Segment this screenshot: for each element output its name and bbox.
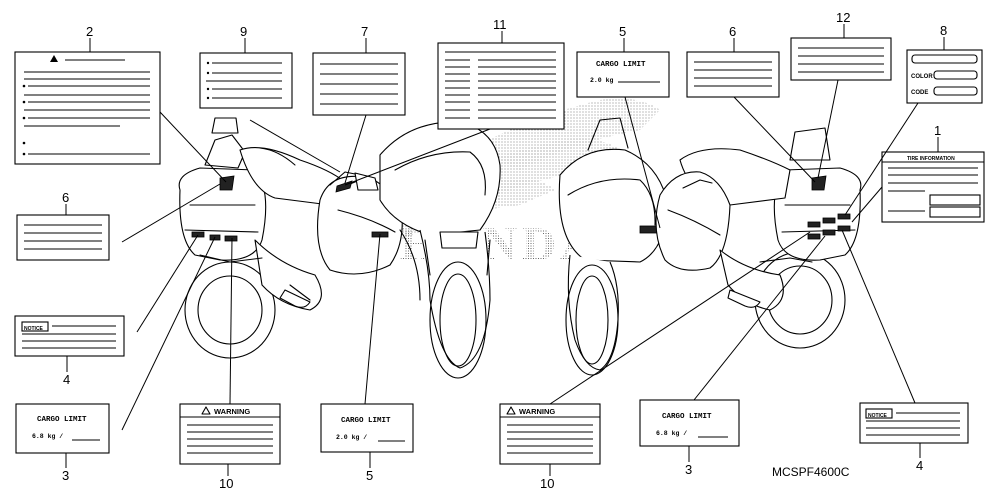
label-8-color: COLOR CODE: [906, 49, 983, 104]
code-label: CODE: [911, 90, 928, 96]
callout-8: 8: [940, 23, 947, 38]
callout-12: 12: [836, 10, 850, 25]
warning-title: WARNING: [519, 407, 555, 416]
label-10-left-warning: WARNING: [179, 403, 281, 465]
cargo-limit-title: CARGO LIMIT: [662, 413, 712, 421]
warning-triangle-icon: [506, 406, 516, 415]
color-label: COLOR: [911, 74, 933, 80]
warning-triangle-icon: [50, 55, 58, 62]
label-6-right: [686, 51, 780, 98]
label-6-left: [16, 214, 110, 261]
label-12: [790, 37, 892, 81]
callout-10-left: 10: [219, 476, 233, 491]
motorcycle-front-view: [379, 121, 501, 379]
cargo-limit-title: CARGO LIMIT: [37, 416, 87, 424]
motorcycle-right-front-view: [558, 117, 669, 376]
callout-4-right: 4: [916, 458, 923, 473]
callout-1: 1: [934, 123, 941, 138]
cargo-limit-value: 6.8 kg /: [32, 433, 63, 440]
label-1-tire-information: TIRE INFORMATION: [881, 151, 985, 223]
callout-10-right: 10: [540, 476, 554, 491]
callout-5-bottom: 5: [366, 468, 373, 483]
label-5-top-cargo: CARGO LIMIT 2.0 kg: [576, 51, 670, 98]
callout-3-left: 3: [62, 468, 69, 483]
cargo-limit-value: 2.0 kg: [590, 77, 614, 84]
label-11: [437, 42, 565, 130]
label-3-left-cargo: CARGO LIMIT 6.8 kg /: [15, 403, 110, 454]
label-3-right-cargo: CARGO LIMIT 6.8 kg /: [639, 399, 740, 447]
callout-3-right: 3: [685, 462, 692, 477]
warning-triangle-icon: [201, 406, 211, 415]
callout-7: 7: [361, 24, 368, 39]
leader-lines: [121, 79, 919, 431]
notice-title: NOTICE: [868, 413, 888, 419]
warning-title: WARNING: [214, 407, 250, 416]
callout-9: 9: [240, 24, 247, 39]
cargo-limit-value: 6.8 kg /: [656, 430, 687, 437]
callout-6-right: 6: [729, 24, 736, 39]
callout-6-left: 6: [62, 190, 69, 205]
label-9: [199, 52, 293, 109]
callout-2: 2: [86, 24, 93, 39]
notice-title: NOTICE: [24, 326, 44, 332]
callout-numbers: 2 9 7 11 5 6 12 8 1 6 4 3 10 5 10 3 4: [62, 10, 947, 491]
callout-5-top: 5: [619, 24, 626, 39]
tire-information-title: TIRE INFORMATION: [907, 156, 955, 162]
label-10-right-warning: WARNING: [499, 403, 601, 465]
cargo-limit-title: CARGO LIMIT: [596, 61, 646, 69]
label-4-left-notice: NOTICE: [14, 315, 125, 357]
cargo-limit-value: 2.0 kg /: [336, 434, 367, 441]
label-4-right-notice: NOTICE: [859, 402, 969, 444]
motorcycle-right-side-view: [655, 127, 862, 349]
callout-11: 11: [493, 17, 507, 32]
cargo-limit-title: CARGO LIMIT: [341, 417, 391, 425]
diagram-code: MCSPF4600C: [772, 465, 850, 479]
label-7: [312, 52, 406, 116]
label-5-bottom-cargo: CARGO LIMIT 2.0 kg /: [320, 403, 414, 453]
callout-4-left: 4: [63, 372, 70, 387]
label-2: [14, 51, 161, 165]
